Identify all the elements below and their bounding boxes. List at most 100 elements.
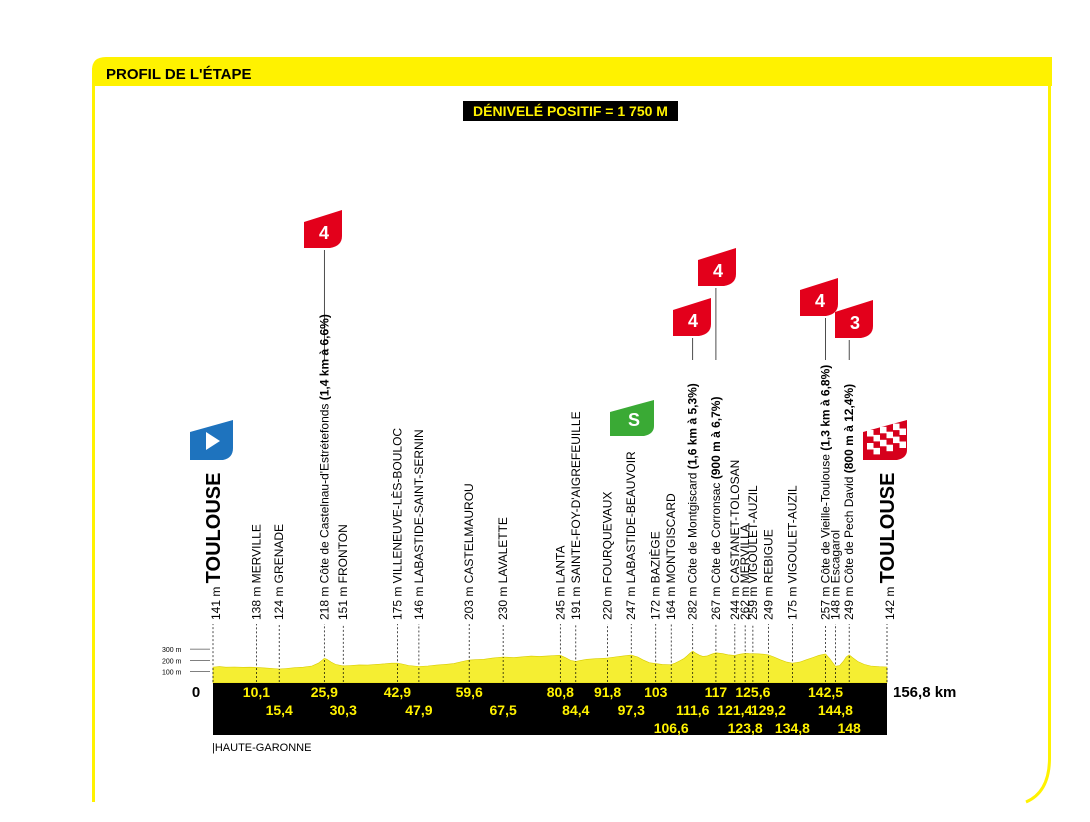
- checker-square: [893, 436, 900, 444]
- waypoint-labels: 141 m TOULOUSE 138 m MERVILLE 124 m GRENAD…: [203, 250, 899, 682]
- waypoint-label: 262 m MERVILLA: [738, 524, 752, 620]
- km-label: 67,5: [490, 702, 517, 718]
- waypoint-name: CASTELMAUROU: [462, 483, 476, 583]
- climb-category-marker: 3: [835, 300, 873, 338]
- waypoint-altitude: 245 m: [553, 583, 567, 620]
- km-label: 103: [644, 684, 668, 700]
- waypoint-name: Escagarol: [828, 530, 842, 583]
- checker-square: [886, 431, 893, 439]
- km-start-label: 0: [192, 684, 200, 701]
- checker-square: [893, 423, 900, 431]
- checker-square: [867, 430, 874, 437]
- header-band: [92, 57, 1052, 86]
- km-label: 59,6: [456, 684, 483, 700]
- waypoint-altitude: 244 m: [728, 583, 742, 620]
- km-label: 117: [705, 684, 728, 700]
- waypoint-altitude: 249 m: [761, 583, 775, 620]
- waypoint-altitude: 148 m: [828, 583, 842, 620]
- waypoint-label: 245 m LANTA: [553, 546, 567, 620]
- finish-marker: [863, 420, 907, 460]
- waypoint-name: LAVALETTE: [496, 517, 510, 583]
- waypoint-name: Côte de Vieille-Toulouse: [819, 451, 833, 584]
- km-label: 134,8: [775, 720, 810, 736]
- km-band: 10,115,425,930,342,947,959,667,580,884,4…: [213, 683, 887, 736]
- waypoint-label: 148 m Escagarol: [828, 530, 842, 620]
- climb-category-marker: 4: [698, 248, 736, 286]
- km-label: 30,3: [330, 702, 357, 718]
- waypoint-label: 124 m GRENADE: [272, 524, 286, 620]
- km-label: 148: [837, 720, 861, 736]
- header-title: PROFIL DE L'ÉTAPE: [106, 66, 252, 83]
- km-label: 142,5: [808, 684, 843, 700]
- km-label: 15,4: [266, 702, 293, 718]
- km-label: 42,9: [384, 684, 411, 700]
- checker-square: [899, 428, 906, 435]
- waypoint-name: Côte de Corronsac: [709, 479, 723, 583]
- waypoint-name: LABASTIDE-BEAUVOIR: [624, 451, 638, 583]
- waypoint-altitude: 220 m: [601, 583, 615, 620]
- waypoint-name: LANTA: [553, 546, 567, 584]
- waypoint-altitude: 124 m: [272, 583, 286, 620]
- climb-category-number: 4: [319, 223, 329, 243]
- waypoint-label: 191 m SAINTE-FOY-D'AIGREFEUILLE: [569, 411, 583, 620]
- climb-category-marker: 4: [800, 278, 838, 316]
- checker-square: [873, 447, 880, 455]
- waypoint-altitude: 257 m: [819, 583, 833, 620]
- waypoint-altitude: 230 m: [496, 583, 510, 620]
- waypoint-name: SAINTE-FOY-D'AIGREFEUILLE: [569, 411, 583, 583]
- waypoint-altitude: 218 m: [317, 583, 331, 620]
- climb-category-number: 4: [688, 311, 698, 331]
- elevation-profile-area: [212, 650, 888, 684]
- y-tick-label: 200 m: [162, 658, 182, 665]
- checker-square: [899, 441, 906, 448]
- region-label: |HAUTE-GARONNE: [212, 742, 311, 754]
- sprint-flag: [610, 400, 654, 436]
- waypoint-name: CASTANET-TOLOSAN: [728, 460, 742, 584]
- waypoint-name: TOULOUSE: [877, 473, 899, 584]
- km-label: 84,4: [562, 702, 589, 718]
- km-label: 47,9: [405, 702, 432, 718]
- y-tick-label: 300 m: [162, 647, 182, 654]
- checker-square: [880, 426, 887, 434]
- km-label: 121,4: [717, 702, 752, 718]
- climb-flag: [698, 248, 736, 286]
- waypoint-name: TOULOUSE: [203, 473, 225, 584]
- km-label: 123,8: [728, 720, 763, 736]
- km-label: 10,1: [243, 684, 270, 700]
- climb-flag: [304, 210, 342, 248]
- start-marker: [190, 420, 233, 460]
- km-label: 144,8: [818, 702, 853, 718]
- waypoint-name: BAZIÈGE: [648, 531, 663, 583]
- waypoint-altitude: 175 m: [785, 583, 799, 620]
- elevation-gain-box: [463, 101, 678, 121]
- waypoint-name: REBIGUE: [761, 529, 775, 583]
- waypoint-name: FOURQUEVAUX: [601, 492, 615, 584]
- climb-category-marker: 4: [673, 298, 711, 336]
- km-label: 129,2: [751, 702, 786, 718]
- waypoint-name: Côte de Castelnau-d'Estrétefonds: [317, 400, 331, 583]
- climb-detail: (1,6 km à 5,3%): [686, 383, 700, 469]
- waypoint-label: 141 m TOULOUSE: [203, 473, 225, 620]
- km-label: 125,6: [735, 684, 770, 700]
- waypoint-altitude: 138 m: [249, 583, 263, 620]
- waypoint-label: 172 m BAZIÈGE: [648, 531, 663, 620]
- waypoint-name: Côte de Montgiscard: [686, 469, 700, 583]
- waypoint-name: VIGOULET-AUZIL: [746, 485, 760, 583]
- waypoint-label: 220 m FOURQUEVAUX: [601, 492, 615, 620]
- profile-layer: [212, 650, 888, 684]
- waypoint-altitude: 151 m: [336, 583, 350, 620]
- climb-category-number: 4: [713, 261, 723, 281]
- sprint-marker: S: [610, 400, 654, 436]
- waypoint-label: 218 m Côte de Castelnau-d'Estrétefonds (…: [317, 314, 331, 620]
- waypoint-altitude: 262 m: [738, 583, 752, 620]
- waypoint-altitude: 267 m: [709, 583, 723, 620]
- climb-category-marker: 4: [304, 210, 342, 248]
- waypoint-altitude: 247 m: [624, 583, 638, 620]
- checker-square: [867, 443, 874, 450]
- waypoint-name: MERVILLE: [249, 524, 263, 583]
- waypoint-altitude: 282 m: [686, 583, 700, 620]
- waypoint-label: 257 m Côte de Vieille-Toulouse (1,3 km à…: [819, 365, 833, 620]
- climb-flag: [673, 298, 711, 336]
